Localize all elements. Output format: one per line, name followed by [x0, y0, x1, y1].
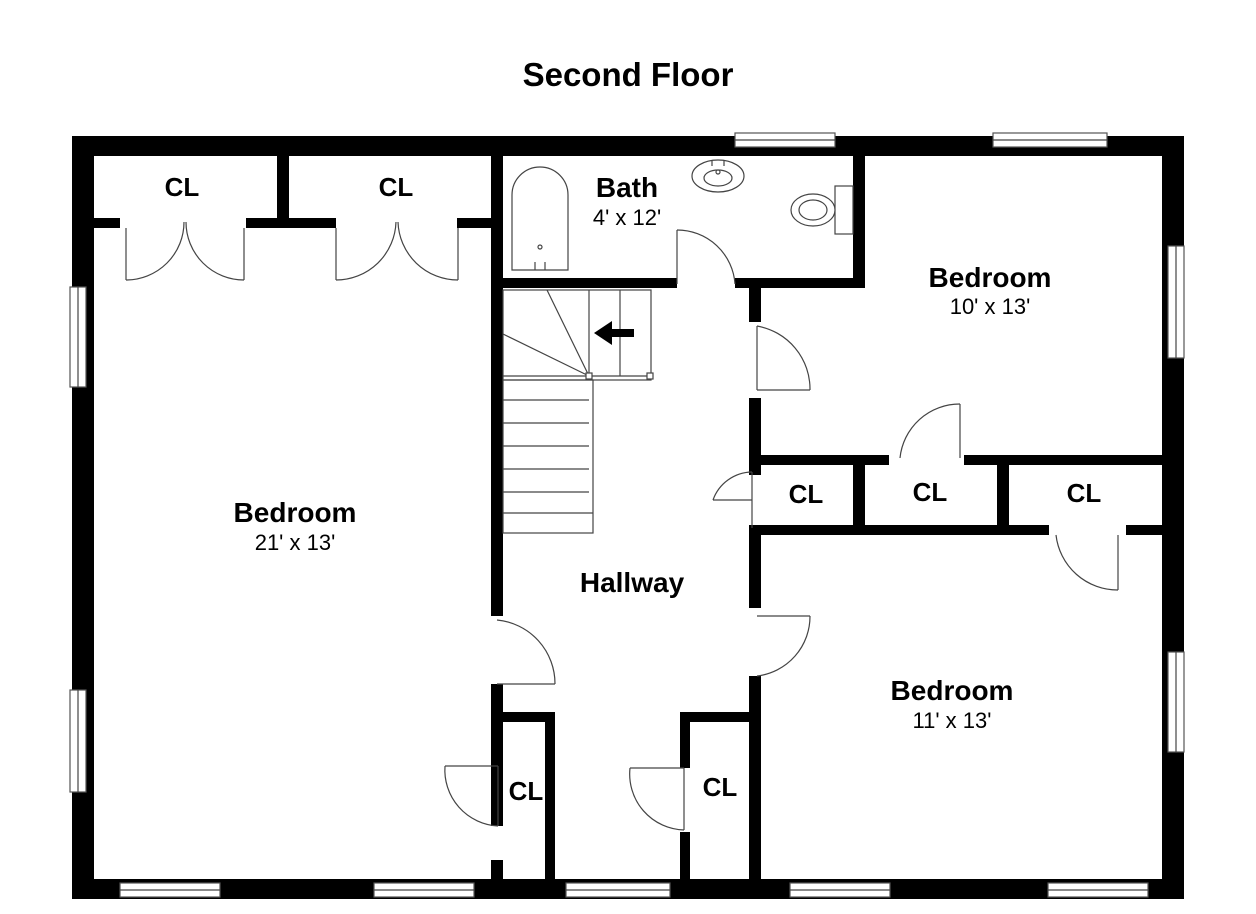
doors	[125, 221, 1119, 831]
room-name-bedroom-top-right: Bedroom	[929, 262, 1052, 293]
floor-title: Second Floor	[523, 56, 734, 93]
door-closet-hall	[712, 471, 753, 528]
door-closet-middle	[899, 403, 961, 459]
room-size-bedroom-top-right: 10' x 13'	[950, 294, 1031, 319]
room-name-bath: Bath	[596, 172, 658, 203]
staircase	[502, 289, 654, 534]
room-name-hallway: Hallway	[580, 567, 685, 598]
door-bath	[676, 229, 736, 285]
stair-direction-arrow-icon	[594, 321, 634, 345]
door-closet-left-1	[125, 221, 245, 281]
closet-label: CL	[379, 172, 414, 202]
closet-label: CL	[703, 772, 738, 802]
bath-fixtures	[511, 159, 854, 271]
door-closet-right	[1055, 534, 1119, 591]
door-bedroom-left	[496, 619, 556, 685]
room-labels: Bedroom 21' x 13' Bedroom 10' x 13' Bedr…	[234, 172, 1052, 733]
door-closet-left-2	[335, 221, 459, 281]
closet-label: CL	[1067, 478, 1102, 508]
room-size-bath: 4' x 12'	[593, 205, 661, 230]
closet-label: CL	[789, 479, 824, 509]
bathtub-icon	[511, 166, 569, 271]
closet-labels: CL CL CL CL CL CL CL	[165, 172, 1102, 806]
door-closet-lower-left	[444, 765, 499, 827]
closet-label: CL	[165, 172, 200, 202]
toilet-tank-icon	[834, 185, 854, 235]
door-closet-lower-hall	[629, 767, 685, 831]
room-size-bedroom-left: 21' x 13'	[255, 530, 336, 555]
door-bedroom-bottom-right	[756, 615, 811, 677]
room-size-bedroom-bottom-right: 11' x 13'	[913, 708, 992, 733]
room-name-bedroom-bottom-right: Bedroom	[891, 675, 1014, 706]
interior-walls	[94, 156, 1162, 880]
windows	[69, 132, 1185, 898]
closet-label: CL	[509, 776, 544, 806]
room-name-bedroom-left: Bedroom	[234, 497, 357, 528]
closet-label: CL	[913, 477, 948, 507]
door-bedroom-top-right	[756, 325, 811, 391]
